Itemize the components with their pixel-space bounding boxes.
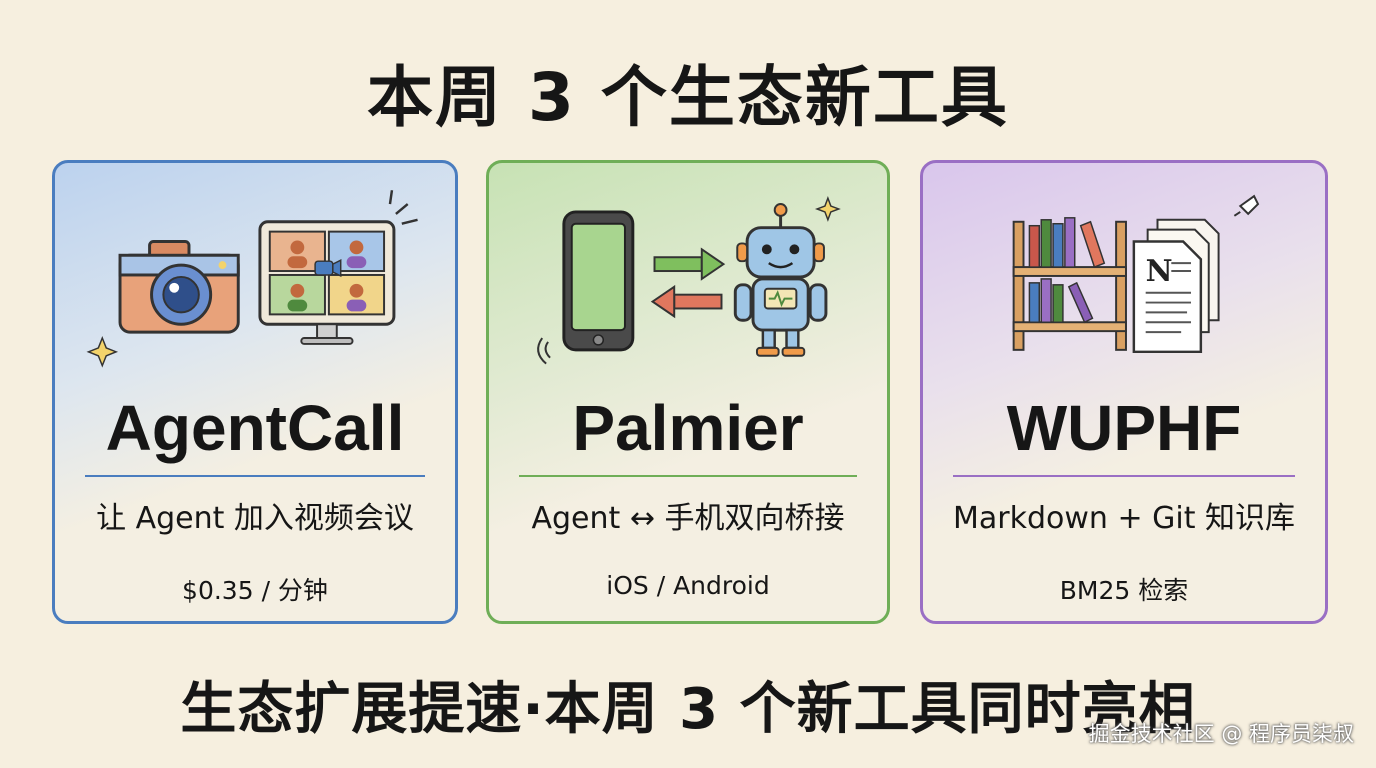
notion-document-icon: N [1132,194,1260,354]
motion-lines-icon [388,190,418,225]
tool-meta-wuphf: BM25 检索 [1059,576,1189,605]
smartphone-icon [537,210,635,365]
watermark: 掘金技术社区 @ 程序员柒叔 [1088,722,1354,746]
arrows-icon [650,247,726,319]
tool-name-palmier: Palmier [572,392,804,464]
tool-subtitle-agentcall: 让 Agent 加入视频会议 [96,501,414,536]
robot-icon [733,203,828,357]
divider [953,475,1295,477]
sparkle-icon [814,196,841,222]
divider [85,475,425,477]
svg-text:N: N [1146,253,1173,288]
camera-icon [118,239,240,334]
palmier-illustration [537,196,841,365]
bookshelf-icon [1012,217,1127,351]
tool-meta-palmier: iOS / Android [606,571,770,600]
bottom-caption: 生态扩展提速·本周 3 个新工具同时亮相 [180,677,1196,742]
tool-name-agentcall: AgentCall [105,392,405,464]
tool-meta-agentcall: $0.35 / 分钟 [182,576,328,605]
card-wuphf: N WUPHF Markdown + Git 知识库 BM25 检索 [920,160,1328,624]
tool-subtitle-wuphf: Markdown + Git 知识库 [952,501,1295,536]
agentcall-illustration [86,190,418,368]
tool-subtitle-palmier: Agent ↔ 手机双向桥接 [531,501,845,536]
wuphf-illustration: N [1012,194,1260,354]
sparkle-icon [86,336,119,368]
page-title: 本周 3 个生态新工具 [367,59,1009,136]
tool-name-wuphf: WUPHF [1006,392,1242,464]
card-palmier: Palmier Agent ↔ 手机双向桥接 iOS / Android [486,160,890,624]
video-call-monitor-icon [258,220,396,345]
divider [519,475,857,477]
card-agentcall: AgentCall 让 Agent 加入视频会议 $0.35 / 分钟 [52,160,458,624]
